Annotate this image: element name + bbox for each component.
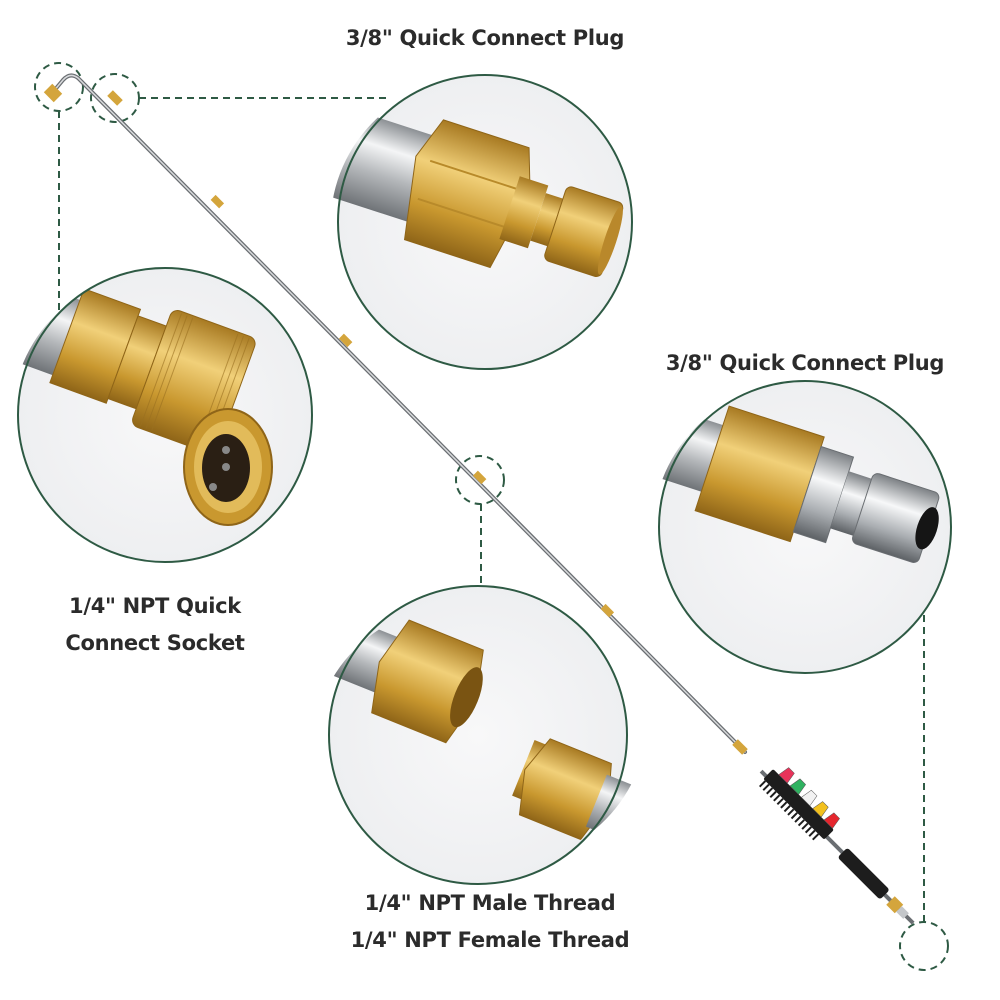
callout-connectors [34, 62, 949, 971]
joint-coupler [338, 333, 353, 348]
nozzle-tip [823, 812, 840, 829]
joint-coupler [107, 90, 123, 106]
label-left-line-1: 1/4" NPT Quick [69, 594, 241, 618]
detail-top-plug [295, 74, 633, 370]
detail-left-socket [5, 267, 313, 563]
label-top-plug: 3/8" Quick Connect Plug [345, 26, 625, 50]
label-left-line-2: Connect Socket [65, 631, 245, 655]
joint-coupler [210, 194, 225, 209]
nozzle-tip [801, 789, 818, 807]
label-npt-thread: 1/4" NPT Male Thread 1/4" NPT Female Thr… [290, 885, 690, 959]
label-npt-line-2: 1/4" NPT Female Thread [350, 928, 630, 952]
nozzle-tip [778, 767, 795, 784]
nozzle-tip [812, 801, 829, 818]
joint-coupler [472, 470, 487, 485]
nozzle-plug [896, 906, 909, 919]
tip-coupler [43, 83, 63, 103]
nozzle-holder [758, 767, 915, 925]
marker-tip-elbow [34, 62, 84, 112]
label-right-plug: 3/8" Quick Connect Plug [665, 351, 945, 375]
detail-right-plug [644, 380, 952, 674]
grip-handle [838, 848, 889, 899]
joint-coupler [732, 739, 748, 755]
joint-coupler [600, 603, 615, 618]
marker-nozzle [899, 921, 949, 971]
nozzle-tip [789, 778, 806, 795]
marker-mid-joint [455, 455, 505, 505]
label-npt-line-1: 1/4" NPT Male Thread [364, 891, 616, 915]
marker-top-joint [90, 73, 140, 123]
detail-npt-thread [304, 585, 694, 885]
label-left-socket: 1/4" NPT Quick Connect Socket [0, 588, 310, 662]
wand [43, 73, 915, 925]
